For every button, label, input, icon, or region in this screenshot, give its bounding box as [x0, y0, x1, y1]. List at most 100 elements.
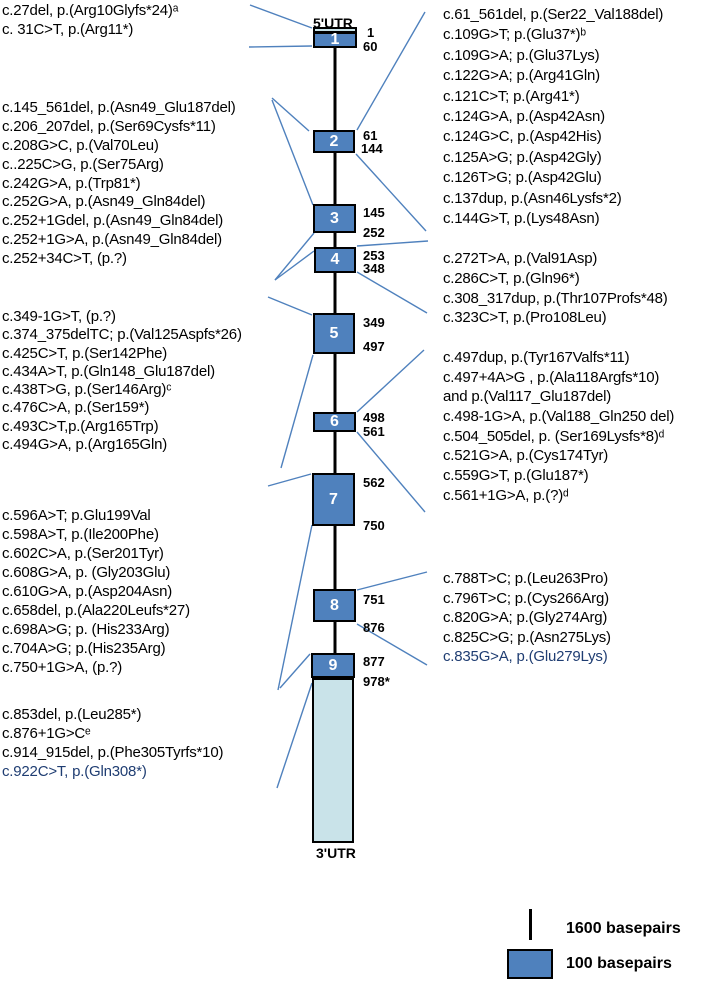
exon-box-2: 2 [313, 130, 355, 153]
mutation-entry: c.608G>A, p. (Gly203Glu) [2, 564, 171, 581]
exon-7-end-coordinate: 750 [363, 518, 385, 533]
mutation-block-exon1-left: c.27del, p.(Arg10Glyfs*24)ᵃ c. 31C>T, p.(… [2, 1, 178, 39]
mutation-entry: c.308_317dup, p.(Thr107Profs*48) [443, 289, 668, 307]
exon-box-6: 6 [313, 412, 356, 432]
mutation-connector-line [267, 296, 313, 316]
mutation-entry: c.853del, p.(Leu285*) [2, 706, 142, 723]
mutation-connector-line [356, 240, 429, 247]
mutation-entry: c.126T>G; p.(Asp42Glu) [443, 169, 602, 187]
mutation-connector-line [279, 653, 311, 689]
mutation-entry: c.610G>A, p.(Asp204Asn) [2, 583, 173, 600]
exon-5-start-coordinate: 349 [363, 315, 385, 330]
mutation-entry: c.914_915del, p.(Phe305Tyrfs*10) [2, 744, 224, 761]
mutation-entry: c.206_207del, p.(Ser69Cysfs*11) [2, 117, 216, 135]
exon-2-end-coordinate: 144 [361, 141, 383, 156]
mutation-block-exon5-left: c.349-1G>T, (p.?)c.374_375delTC; p.(Val1… [2, 308, 242, 454]
utr3-label: 3'UTR [316, 845, 356, 861]
mutation-entry: c.521G>A, p.(Cys174Tyr) [443, 447, 609, 465]
mutation-connector-line [356, 571, 428, 591]
mutation-entry: c.252+1G>A, p.(Asn49_Gln84del) [2, 231, 222, 249]
exon-1-end-coordinate: 60 [363, 39, 378, 54]
mutation-connector-line [267, 473, 312, 487]
mutation-connector-line [356, 11, 426, 131]
mutation-connector-line [355, 153, 427, 232]
mutation-connector-line [356, 431, 426, 513]
mutation-entry: c.493C>T,p.(Arg165Trp) [2, 417, 159, 435]
mutation-entry: c.144G>T, p.(Lys48Asn) [443, 209, 600, 227]
exon-2-start-coordinate: 61 [363, 128, 378, 143]
mutation-block-exon2-right: c.61_561del, p.(Ser22_Val188del) c.109G>T… [443, 5, 663, 229]
exon-9-end-coordinate: 978* [363, 674, 390, 689]
exon-6-end-coordinate: 561 [363, 424, 385, 439]
mutation-entry: c.825C>G; p.(Asn275Lys) [443, 628, 611, 646]
mutation-entry: c.61_561del, p.(Ser22_Val188del) [443, 6, 664, 23]
mutation-entry: c.438T>G, p.(Ser146Arg)ᶜ [2, 381, 172, 399]
mutation-entry: c.922C>T, p.(Gln308*) [2, 763, 147, 780]
mutation-entry: c.323C>T, p.(Pro108Leu) [443, 309, 607, 327]
mutation-entry: c.27del, p.(Arg10Glyfs*24)ᵃ [2, 2, 179, 19]
mutation-entry: c.349-1G>T, (p.?) [2, 308, 116, 325]
mutation-connector-line [271, 97, 310, 132]
mutation-entry: c.122G>A; p.(Arg41Gln) [443, 67, 600, 85]
mutation-entry: c.504_505del, p. (Ser169Lysfs*8)ᵈ [443, 427, 665, 445]
mutation-entry: c.704A>G; p.(His235Arg) [2, 640, 166, 657]
utr3-box [312, 678, 354, 843]
exon-6-start-coordinate: 498 [363, 410, 385, 425]
mutation-connector-line [249, 4, 313, 29]
exon-9-start-coordinate: 877 [363, 654, 385, 669]
exon-8-end-coordinate: 876 [363, 620, 385, 635]
mutation-entry: c.602C>A, p.(Ser201Tyr) [2, 545, 164, 562]
mutation-block-exon8-right: c.788T>C; p.(Leu263Pro)c.796T>C; p.(Cys2… [443, 569, 611, 667]
mutation-entry: c.476C>A, p.(Ser159*) [2, 399, 150, 417]
mutation-entry: c.497+4A>G , p.(Ala118Argfs*10) [443, 368, 660, 386]
mutation-entry: c.125A>G; p.(Asp42Gly) [443, 148, 602, 166]
mutation-entry: c.835G>A, p.(Glu279Lys) [443, 648, 608, 666]
mutation-entry: c.242G>A, p.(Trp81*) [2, 174, 141, 192]
mutation-entry: and p.(Val117_Glu187del) [443, 388, 612, 406]
mutation-entry: c.374_375delTC; p.(Val125Aspfs*26) [2, 326, 242, 344]
mutation-block-exon4-right: c.272T>A, p.(Val91Asp)c.286C>T, p.(Gln96… [443, 249, 668, 328]
mutation-connector-line [277, 524, 313, 691]
mutation-entry: c.596A>T; p.Glu199Val [2, 507, 151, 524]
mutation-entry: c.286C>T, p.(Gln96*) [443, 269, 580, 287]
mutation-entry: c. 31C>T, p.(Arg11*) [2, 21, 134, 38]
mutation-entry: c.658del, p.(Ala220Leufs*27) [2, 602, 190, 619]
mutation-entry: c.561+1G>A, p.(?)ᵈ [443, 486, 569, 504]
exon-5-end-coordinate: 497 [363, 339, 385, 354]
exon-box-9: 9 [311, 653, 355, 678]
mutation-entry: c.121C>T; p.(Arg41*) [443, 87, 580, 105]
mutation-entry: c.494G>A, p.(Arg165Gln) [2, 436, 168, 454]
mutation-entry: c.750+1G>A, (p.?) [2, 659, 123, 676]
mutation-entry: c.208G>C, p.(Val70Leu) [2, 136, 159, 154]
exon-box-5: 5 [313, 313, 355, 354]
mutation-entry: c.559G>T, p.(Glu187*) [443, 467, 589, 485]
mutation-connector-line [271, 99, 314, 206]
mutation-entry: c..225C>G, p.(Ser75Arg) [2, 155, 164, 173]
exon-box-8: 8 [313, 589, 356, 622]
mutation-entry: c.109G>T; p.(Glu37*)ᵇ [443, 26, 586, 44]
mutation-connector-line [356, 349, 425, 413]
mutation-entry: c.124G>C, p.(Asp42His) [443, 128, 602, 146]
mutation-entry: c.598A>T, p.(Ile200Phe) [2, 526, 159, 543]
exon-box-7: 7 [312, 473, 355, 526]
mutation-block-exon3-left: c.145_561del, p.(Asn49_Glu187del)c.206_2… [2, 99, 236, 269]
exon-8-start-coordinate: 751 [363, 592, 385, 607]
exon-3-end-coordinate: 252 [363, 225, 385, 240]
exon-3-start-coordinate: 145 [363, 205, 385, 220]
mutation-entry: c.252G>A, p.(Asn49_Gln84del) [2, 193, 206, 211]
utr5-box [313, 27, 357, 33]
exon-box-3: 3 [313, 204, 356, 233]
exon-4-end-coordinate: 348 [363, 261, 385, 276]
mutation-entry: c.252+1Gdel, p.(Asn49_Gln84del) [2, 212, 224, 230]
utr5-label: 5'UTR [313, 15, 353, 31]
mutation-entry: c.796T>C; p.(Cys266Arg) [443, 589, 609, 607]
mutation-block-exon6-right: c.497dup, p.(Tyr167Valfs*11)c.497+4A>G ,… [443, 348, 674, 506]
mutation-entry: c.252+34C>T, (p.?) [2, 250, 127, 268]
exon-1-start-coordinate: 1 [367, 25, 375, 40]
mutation-entry: c.425C>T, p.(Ser142Phe) [2, 344, 168, 362]
mutation-connector-line [356, 271, 428, 314]
mutation-entry: c.434A>T, p.(Gln148_Glu187del) [2, 362, 215, 380]
